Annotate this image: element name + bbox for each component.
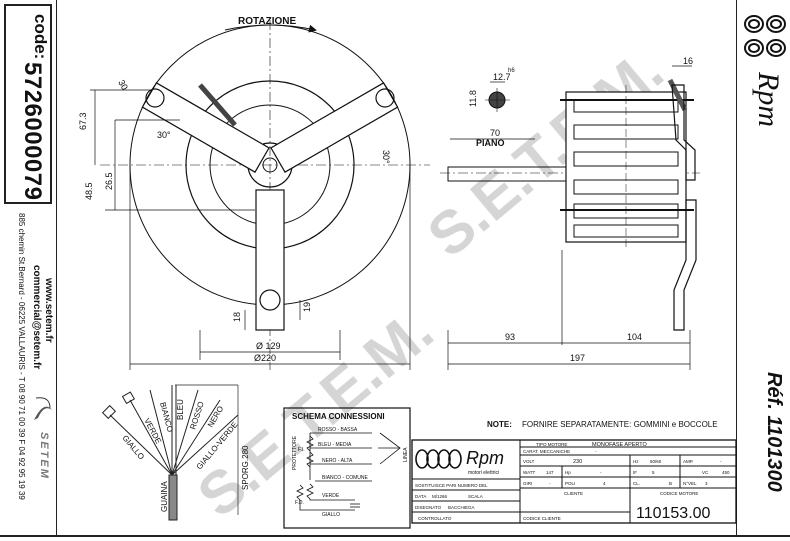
dim-70: 70 — [490, 128, 500, 138]
data-label: DATA — [415, 494, 426, 499]
giri-value: - — [549, 481, 551, 486]
cl-value: B — [669, 481, 672, 486]
volt-value: 230 — [573, 459, 582, 465]
dim-48-5: 48.5 — [84, 182, 94, 200]
angle-30-left: 30° — [157, 130, 171, 140]
amp-label: AMP. — [683, 459, 693, 464]
carat-value: - — [595, 449, 597, 454]
rpm-coil-logo-icon — [744, 15, 786, 57]
cl-label: CL. — [633, 481, 640, 486]
dim-12-7: 12.7 — [493, 72, 511, 82]
front-view — [90, 20, 430, 370]
title-logo-text: Rpm — [466, 448, 504, 468]
hz-value: 50/60 — [650, 459, 662, 464]
dim-16: 16 — [683, 56, 693, 66]
dim-104: 104 — [627, 332, 642, 342]
hp-value: - — [600, 470, 602, 475]
dim-197: 197 — [570, 353, 585, 363]
hp-label: Hp — [565, 470, 571, 475]
right-info-strip: Rpm Réf. 1101300 — [736, 0, 790, 536]
volt-label: VOLT — [523, 459, 535, 464]
dim-30-top: 30 — [116, 78, 130, 92]
protrusion-label: SPORG.280 — [241, 445, 250, 490]
disegnato-label: DISEGNATO — [415, 505, 442, 510]
schema-line-rosso: ROSSO - BASSA — [318, 427, 358, 433]
amp-value: - — [720, 459, 722, 464]
dim-93: 93 — [505, 332, 515, 342]
watt-value: 147 — [546, 470, 554, 475]
nvel-value: 3 — [705, 481, 708, 486]
dim-26-5: 26.5 — [104, 172, 114, 190]
side-dimensions: h6 12.7 11.8 70 PIANO 16 93 104 197 — [468, 56, 693, 363]
controllato-label: CONTROLLATO — [418, 516, 452, 521]
wire-bundle — [101, 384, 239, 521]
side-view — [440, 65, 700, 370]
note-label: NOTE: — [487, 420, 512, 429]
note-text: FORNIRE SEPARATAMENTE: GOMMINI e BOCCOLE — [522, 420, 718, 429]
poli-value: 4 — [603, 481, 606, 486]
title-block-text: SOSTITUISCE PARI NUMERO DEL DATA M/1266 … — [415, 442, 730, 521]
left-info-strip: code: 5726000079 www.setem.fr commercial… — [0, 0, 57, 536]
dim-dia-220: Ø220 — [254, 353, 276, 363]
wire-label-bleu: BLEU — [176, 399, 185, 420]
angle-30-right: 30° — [381, 150, 391, 164]
title-logo-sub: motori elettrici — [468, 470, 499, 476]
carat-label: CARAT. MECCANICHE — [523, 449, 570, 454]
dim-18: 18 — [232, 312, 242, 322]
data-value: M/1266 — [432, 494, 448, 499]
flat-label: PIANO — [476, 138, 505, 148]
hz-label: Hz — [633, 459, 639, 464]
schema-line-verde: VERDE — [322, 493, 340, 499]
schema-line-giallo: GIALLO — [322, 512, 340, 518]
schema-line-bleu: BLEU - MEDIA — [318, 442, 352, 448]
codice-motore-label: CODICE MOTORE — [660, 491, 698, 496]
code-box: code: 5726000079 — [4, 4, 52, 204]
title-logo: Rpm motori elettrici — [415, 448, 504, 476]
setem-logo-icon — [34, 397, 52, 420]
nvel-label: N°VEL — [683, 481, 697, 486]
dim-67-3: 67.3 — [78, 112, 88, 130]
dim-h6: h6 — [508, 68, 515, 74]
rotation-label: ROTAZIONE — [238, 16, 296, 27]
tipo-label: TIPO MOTORE — [536, 442, 567, 447]
schema-fd: F.D. — [295, 500, 304, 506]
if-label: IF — [633, 470, 637, 475]
sheath-label: GUAINA — [160, 481, 169, 512]
codice-motore-value: 110153.00 — [636, 505, 711, 522]
schema-protettore: PROTETTORE — [292, 435, 298, 470]
vc-label: VC — [702, 470, 709, 475]
schema-fi: F.I. — [298, 447, 305, 453]
if-value: 5 — [652, 470, 655, 475]
watt-label: WATT — [523, 470, 535, 475]
codice-cliente-label: CODICE CLIENTE — [523, 516, 561, 521]
schema-line-nero: NERO - ALTA — [322, 458, 353, 464]
dim-11-8: 11.8 — [468, 90, 478, 107]
front-dimensions: 67.3 48.5 26.5 30 30° 30° 18 19 Ø 129 Ø2… — [78, 78, 391, 363]
schema-linea: LINEA — [403, 447, 409, 462]
schema-title: SCHEMA CONNESSIONI — [292, 412, 385, 421]
poli-label: POLI — [565, 481, 575, 486]
giri-label: GIRI — [523, 481, 532, 486]
dim-dia-129: Ø 129 — [256, 341, 281, 351]
disegnato-value: BACCHIEGA — [448, 505, 475, 510]
scala-label: SCALA — [468, 494, 483, 499]
dim-19: 19 — [302, 302, 312, 312]
coil-logo-icon — [415, 449, 462, 469]
vc-value: 450 — [722, 470, 730, 475]
cliente-label: CLIENTE — [564, 491, 583, 496]
title-block — [411, 439, 737, 524]
schema-line-bianco: BIANCO - COMUNE — [322, 475, 369, 481]
connection-schema: SCHEMA CONNESSIONI ROSSO - BASSA BLEU - … — [283, 407, 411, 529]
tipo-value: MONOFASE APERTO — [592, 442, 648, 448]
substitutes-label: SOSTITUISCE PARI NUMERO DEL — [415, 483, 488, 488]
